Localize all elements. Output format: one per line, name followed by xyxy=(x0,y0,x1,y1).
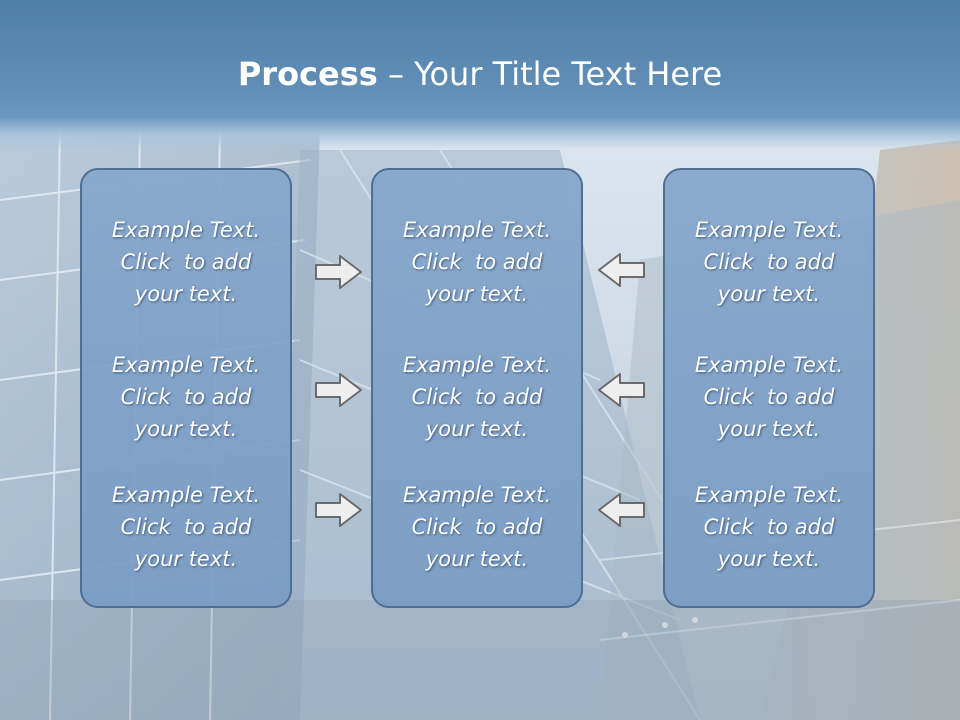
text-placeholder[interactable]: Example Text. Click to add your text. xyxy=(82,214,290,310)
text-line: your text. xyxy=(134,417,238,441)
text-line: Click to add xyxy=(120,250,252,274)
text-line: your text. xyxy=(425,282,529,306)
text-line: your text. xyxy=(717,282,821,306)
text-line: your text. xyxy=(717,547,821,571)
text-line: Example Text. xyxy=(402,483,552,507)
text-line: Click to add xyxy=(703,385,835,409)
text-placeholder[interactable]: Example Text. Click to add your text. xyxy=(82,349,290,445)
arrow-left-icon[interactable] xyxy=(596,370,646,410)
text-line: Click to add xyxy=(703,250,835,274)
right-text-box[interactable]: Example Text. Click to add your text. Ex… xyxy=(663,168,875,608)
text-line: Example Text. xyxy=(694,218,844,242)
text-line: Example Text. xyxy=(402,218,552,242)
text-line: Click to add xyxy=(411,515,543,539)
center-text-box[interactable]: Example Text. Click to add your text. Ex… xyxy=(371,168,583,608)
text-placeholder[interactable]: Example Text. Click to add your text. xyxy=(665,214,873,310)
slide-title[interactable]: Process – Your Title Text Here xyxy=(0,52,960,96)
text-line: Click to add xyxy=(120,515,252,539)
text-line: your text. xyxy=(134,547,238,571)
text-line: your text. xyxy=(717,417,821,441)
text-placeholder[interactable]: Example Text. Click to add your text. xyxy=(665,349,873,445)
arrow-right-icon[interactable] xyxy=(314,252,364,292)
arrow-left-icon[interactable] xyxy=(596,490,646,530)
text-placeholder[interactable]: Example Text. Click to add your text. xyxy=(373,479,581,575)
text-line: Example Text. xyxy=(111,218,261,242)
text-line: Click to add xyxy=(703,515,835,539)
text-placeholder[interactable]: Example Text. Click to add your text. xyxy=(665,479,873,575)
text-line: your text. xyxy=(425,417,529,441)
text-placeholder[interactable]: Example Text. Click to add your text. xyxy=(373,349,581,445)
text-placeholder[interactable]: Example Text. Click to add your text. xyxy=(82,479,290,575)
text-line: Example Text. xyxy=(111,483,261,507)
left-text-box[interactable]: Example Text. Click to add your text. Ex… xyxy=(80,168,292,608)
text-line: your text. xyxy=(134,282,238,306)
text-placeholder[interactable]: Example Text. Click to add your text. xyxy=(373,214,581,310)
arrow-right-icon[interactable] xyxy=(314,490,364,530)
title-bar xyxy=(0,0,960,150)
text-line: Example Text. xyxy=(111,353,261,377)
arrow-left-icon[interactable] xyxy=(596,250,646,290)
text-line: Example Text. xyxy=(402,353,552,377)
text-line: Click to add xyxy=(411,250,543,274)
text-line: Click to add xyxy=(120,385,252,409)
title-rest-text: – Your Title Text Here xyxy=(377,55,723,93)
arrow-right-icon[interactable] xyxy=(314,370,364,410)
text-line: Example Text. xyxy=(694,353,844,377)
text-line: Click to add xyxy=(411,385,543,409)
text-line: Example Text. xyxy=(694,483,844,507)
title-bold-text: Process xyxy=(237,55,378,93)
text-line: your text. xyxy=(425,547,529,571)
